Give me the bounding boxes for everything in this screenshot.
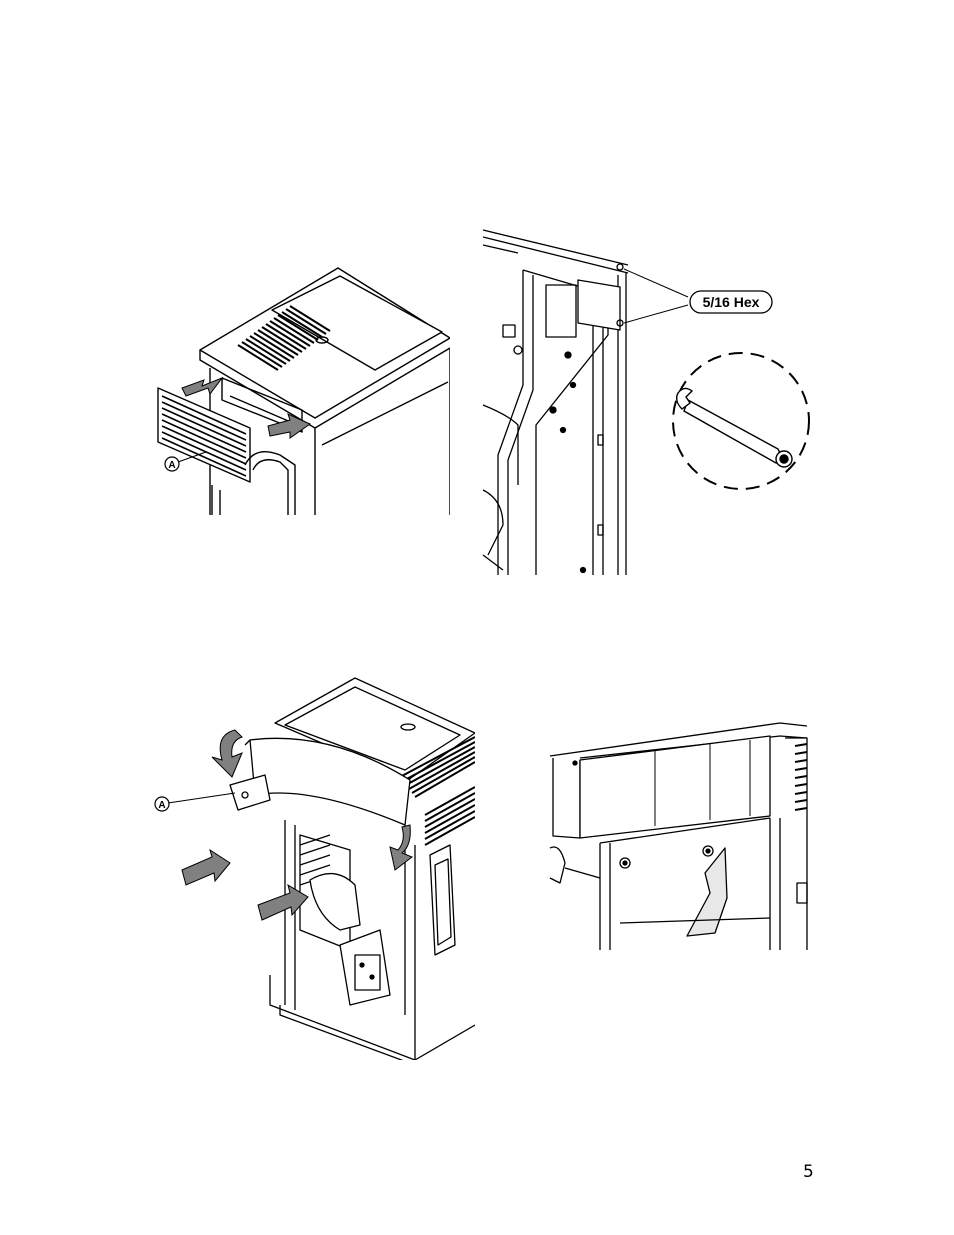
callout-5-16-hex: 5/16 Hex <box>703 294 760 310</box>
callout-a-grill: A <box>168 460 175 471</box>
bracket-bolts-illustration: 5/16 Hex <box>478 225 818 575</box>
wrench-inset-circle <box>673 353 809 489</box>
callout-a-front-panel: A <box>158 800 165 811</box>
front-panel-illustration: A <box>150 675 475 1060</box>
page-number: 5 <box>803 1162 814 1182</box>
figure-panel-detail <box>545 718 810 950</box>
stove-grill-illustration: A <box>150 260 450 515</box>
panel-detail-illustration <box>545 718 810 950</box>
figure-bracket-bolts: 5/16 Hex <box>478 225 818 575</box>
figure-grill-removal: A <box>150 260 450 515</box>
figure-front-panel-removal: A <box>150 675 475 1060</box>
